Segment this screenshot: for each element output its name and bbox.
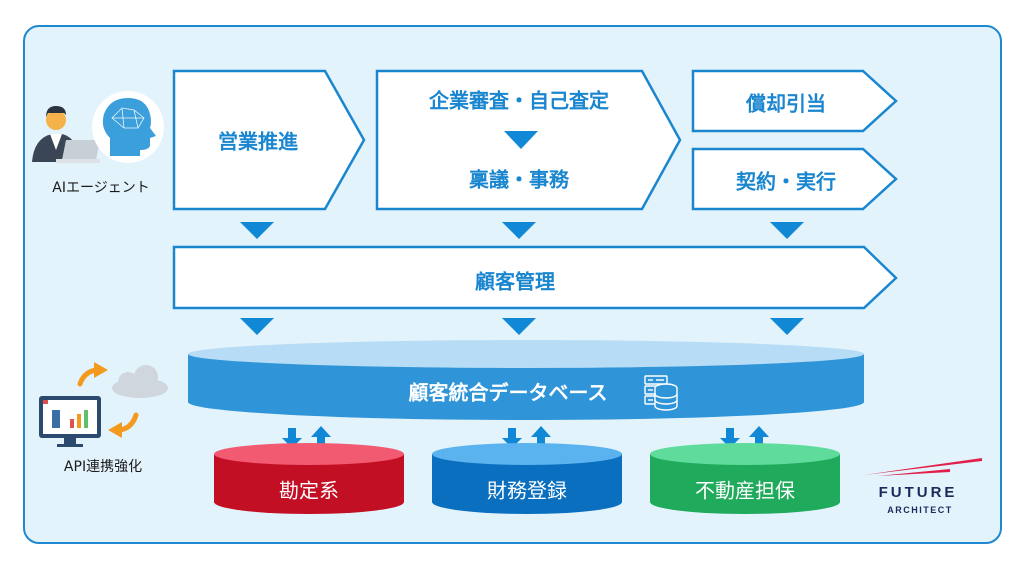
monitor-dashboard-icon xyxy=(39,396,101,447)
customer-management-chevron xyxy=(172,245,898,310)
review-inner-arrow xyxy=(504,131,538,149)
customer-management-label: 顧客管理 xyxy=(475,269,555,294)
step-contract-label: 契約・実行 xyxy=(736,169,836,194)
person-laptop-icon xyxy=(32,106,100,163)
collateral-label: 不動産担保 xyxy=(695,478,795,503)
step-review-label: 企業審査・自己査定 xyxy=(429,88,609,113)
down-arrow xyxy=(240,318,274,335)
logo-future: FUTURE xyxy=(878,484,958,501)
down-arrow xyxy=(240,222,274,239)
api-integration-label: API連携強化 xyxy=(63,459,143,475)
orange-arrowhead xyxy=(94,362,108,378)
accounting-label: 勘定系 xyxy=(279,478,339,503)
sync-arrows-accounting xyxy=(282,426,331,448)
down-arrow xyxy=(502,222,536,239)
financial-cylinder xyxy=(432,443,622,514)
ai-agent-label: AIエージェント xyxy=(52,180,150,196)
sync-arrows-collateral xyxy=(720,426,769,448)
logo-architect: ARCHITECT xyxy=(887,505,953,515)
financial-label: 財務登録 xyxy=(487,478,567,503)
step-contract-chevron xyxy=(691,147,898,211)
orange-arrowhead xyxy=(108,422,122,438)
down-arrow xyxy=(770,318,804,335)
collateral-cylinder xyxy=(650,443,840,514)
integrated-db-cylinder xyxy=(188,340,864,420)
step-amortization-label: 償却引当 xyxy=(746,91,826,116)
step-amortization-chevron xyxy=(691,69,898,133)
server-database-icon xyxy=(644,375,678,411)
logo-swoosh xyxy=(864,458,982,476)
down-arrow xyxy=(502,318,536,335)
step-sales-label: 営業推進 xyxy=(218,129,298,154)
step-approval-label: 稟議・事務 xyxy=(469,167,569,192)
sync-arrows-financial xyxy=(502,426,551,448)
step-sales-chevron xyxy=(172,69,366,211)
ai-brain-head-icon xyxy=(92,91,164,163)
cloud-icon xyxy=(112,365,168,398)
integrated-db-label: 顧客統合データベース xyxy=(408,380,608,405)
down-arrow xyxy=(770,222,804,239)
accounting-cylinder xyxy=(214,443,404,514)
